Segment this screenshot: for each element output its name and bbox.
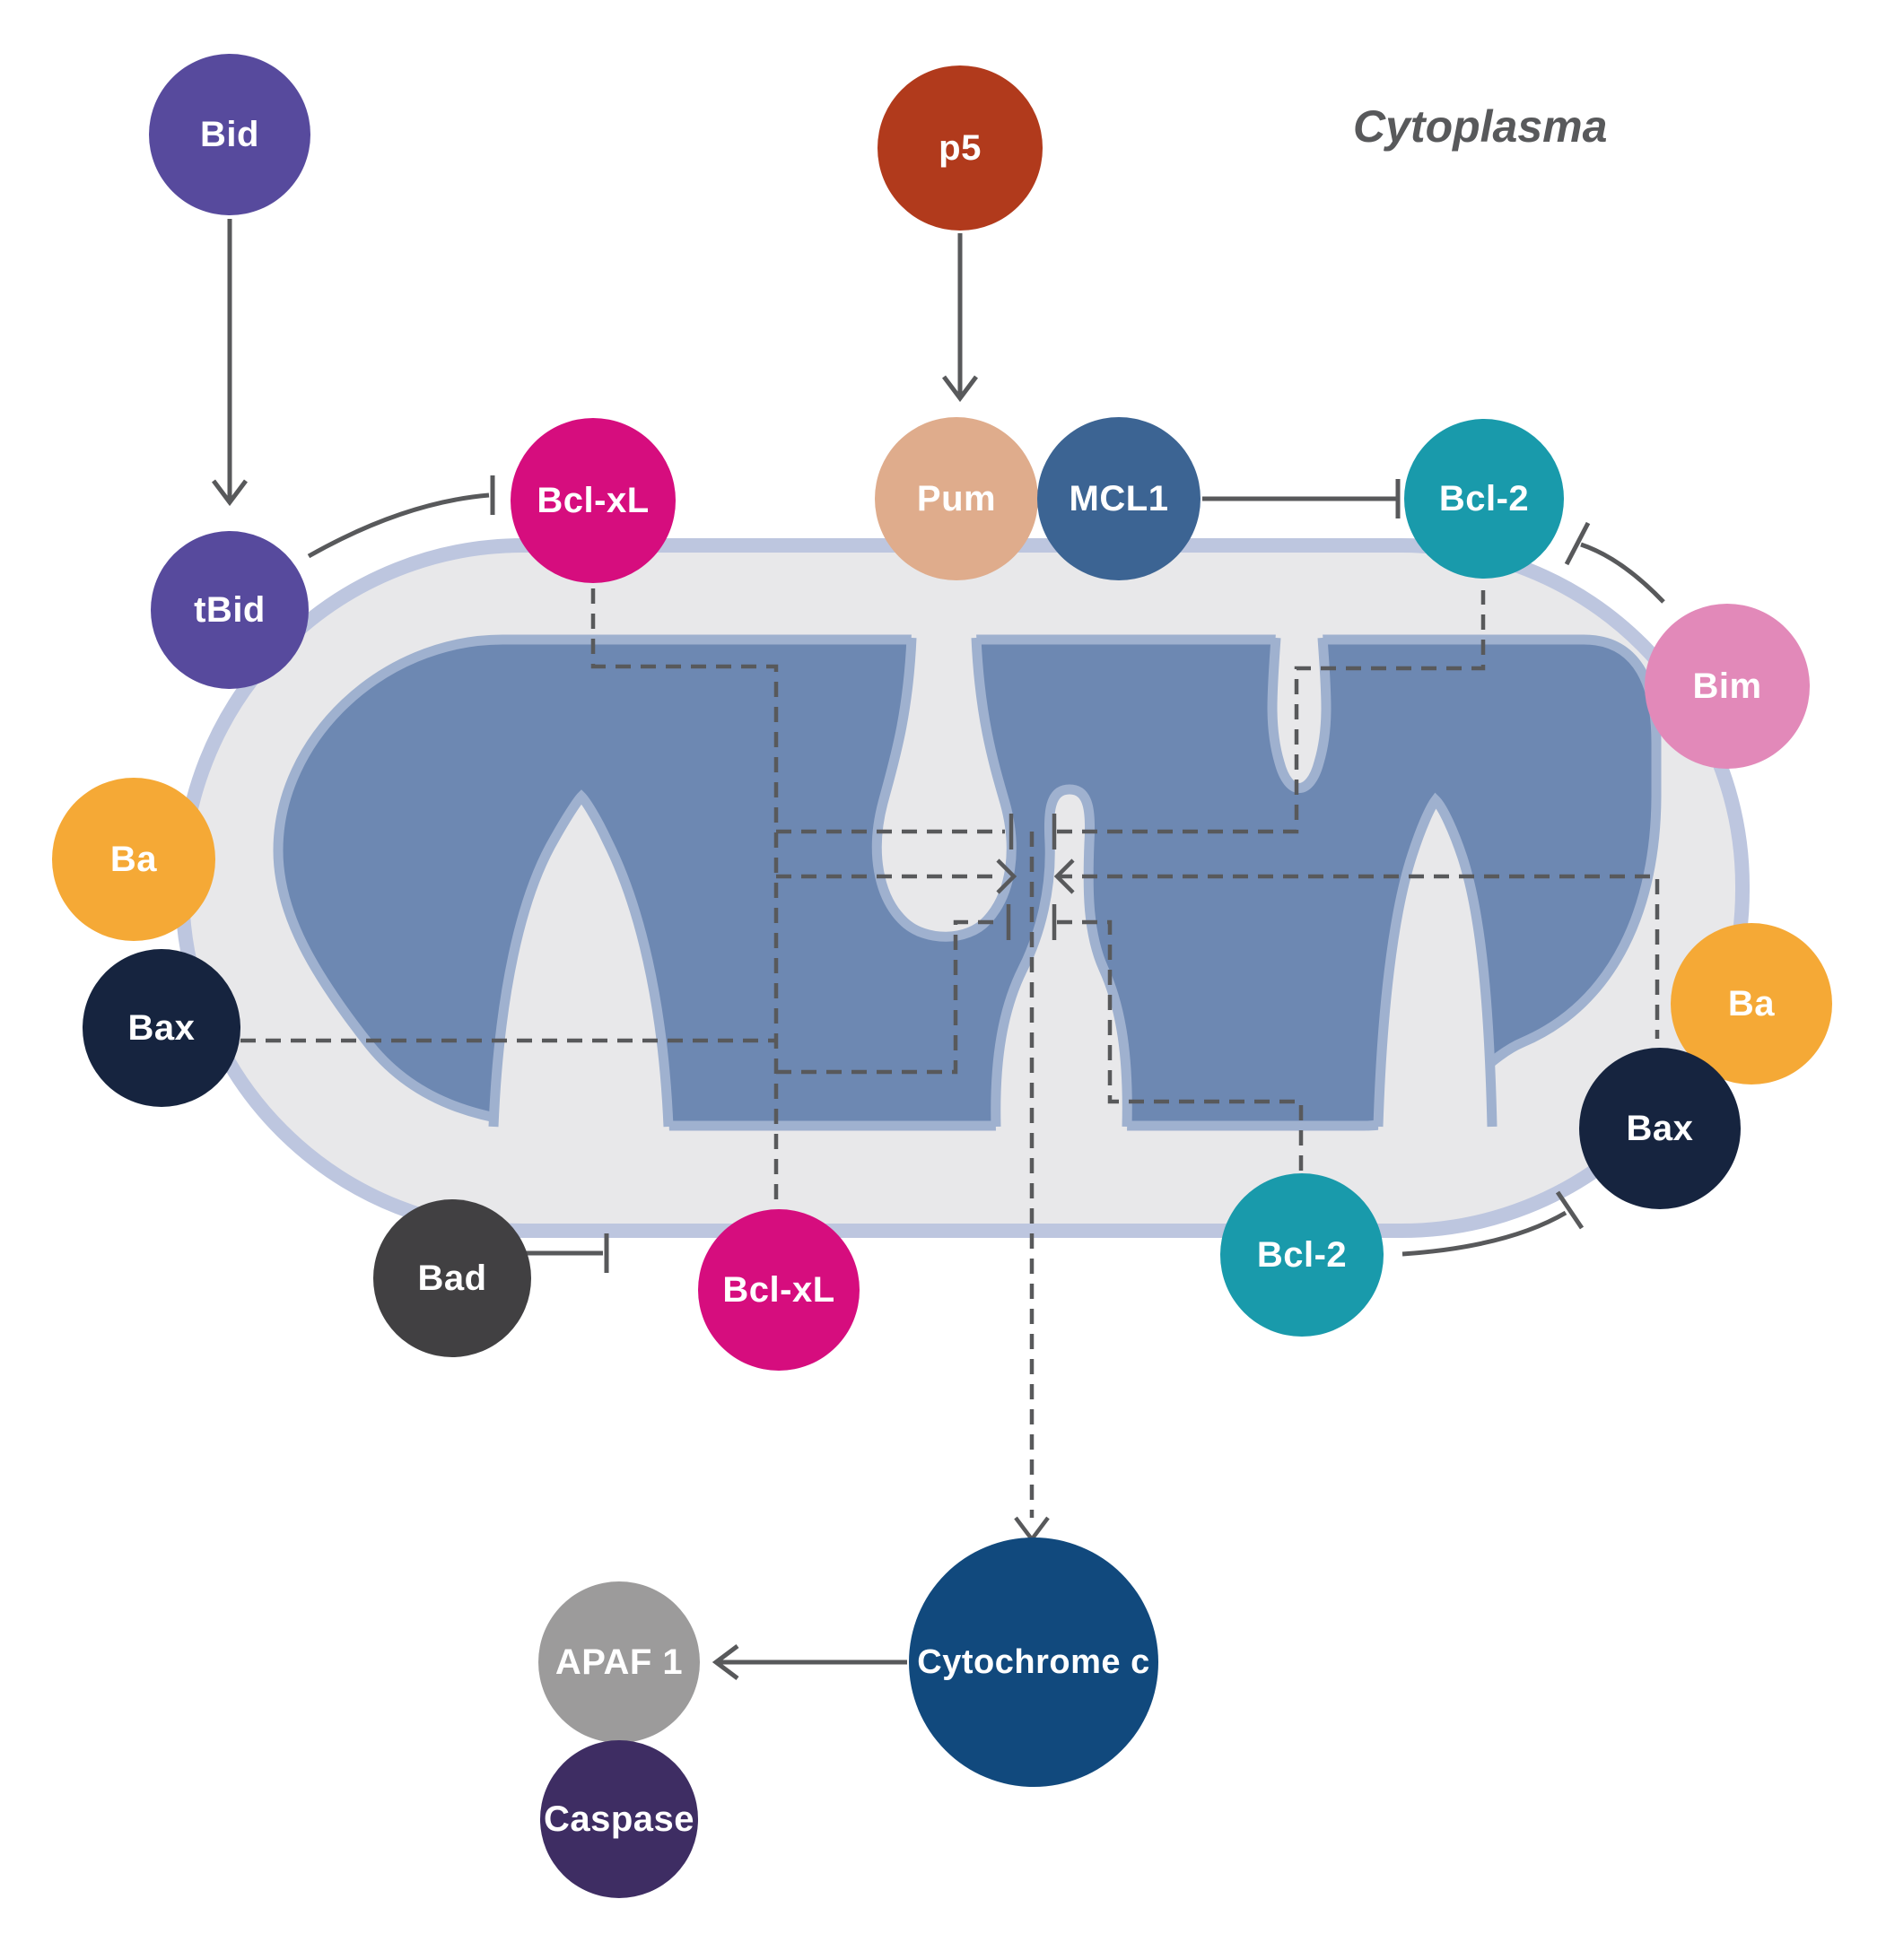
node-bcl2-bottom: Bcl-2 [1220, 1173, 1384, 1337]
inhibit-bar-bcl2-bax [1555, 1190, 1585, 1230]
inhibit-bar-bim-bcl2 [1564, 521, 1591, 566]
node-ba-right-label: Ba [1727, 983, 1776, 1024]
inhibit-bim-bcl2 [1580, 542, 1665, 604]
node-bcl2-bottom-label: Bcl-2 [1256, 1234, 1348, 1275]
node-p5-label: p5 [939, 127, 982, 168]
node-bax-left: Bax [83, 949, 240, 1107]
arrowhead-cytochrome-to-apaf1 [712, 1644, 739, 1680]
node-bcl2-top-label: Bcl-2 [1438, 478, 1530, 518]
pore-arrowhead-right [1053, 858, 1075, 894]
node-pum: Pum [875, 417, 1038, 580]
inhibition-connectors [307, 475, 1665, 1273]
dashed-path-bcl2-top [1057, 590, 1486, 834]
cytoplasma-label: Cytoplasma [1353, 101, 1608, 152]
pore-arrowhead-left [996, 858, 1017, 894]
node-bad-label: Bad [417, 1258, 487, 1298]
crista-channel-center-rim [991, 784, 1132, 1128]
cytochrome-release-arrowhead [1014, 1516, 1050, 1543]
activation-arrows [212, 219, 978, 1680]
node-caspase-label: Caspase [543, 1799, 695, 1839]
node-bim-label: Bim [1692, 666, 1762, 706]
node-apaf1-label: APAF 1 [554, 1642, 684, 1682]
node-bclxl-top: Bcl-xL [511, 418, 676, 583]
node-apaf1: APAF 1 [538, 1581, 700, 1743]
node-mcl1: MCL1 [1037, 417, 1201, 580]
node-mcl1-label: MCL1 [1069, 478, 1169, 518]
dashed-paths [240, 588, 1660, 1518]
node-ba-left: Ba [52, 778, 215, 941]
node-tbid-label: tBid [194, 589, 266, 630]
dashed-path-pore-to-bax-right [1057, 874, 1660, 1039]
node-bid: Bid [149, 54, 310, 215]
node-caspase: Caspase [540, 1740, 698, 1898]
node-p5: p5 [878, 65, 1043, 231]
node-bclxl-bottom-label: Bcl-xL [722, 1269, 835, 1310]
crista-teardrop-top-center [877, 632, 1012, 937]
node-bax-right-label: Bax [1626, 1108, 1694, 1148]
node-bax-left-label: Bax [127, 1007, 196, 1048]
crista-channel-center [995, 789, 1128, 1132]
dashed-path-bclxl-top-to-bottom [590, 588, 779, 1209]
crista-notch-bottom-right-rim [1373, 792, 1497, 1128]
inhibit-bcl2-bax [1401, 1210, 1567, 1257]
dashed-path-endcaps [996, 814, 1075, 1543]
node-bclxl-top-label: Bcl-xL [537, 480, 650, 520]
node-bcl2-top: Bcl-2 [1404, 419, 1564, 579]
node-ba-left-label: Ba [109, 839, 158, 879]
arrowhead-bid-to-tbid [212, 479, 248, 507]
crista-notch-bottom-left-rim [488, 789, 674, 1128]
node-bax-right: Bax [1579, 1048, 1741, 1209]
node-pum-label: Pum [916, 478, 997, 518]
dashed-bracket-right-to-bcl2-bottom [1057, 919, 1304, 1171]
node-cytochrome-c: Cytochrome c [909, 1538, 1158, 1787]
inhibit-tbid-bclxl [307, 492, 490, 559]
node-bclxl-bottom: Bcl-xL [698, 1209, 860, 1371]
node-cytochrome-c-label: Cytochrome c [917, 1642, 1150, 1681]
node-bad: Bad [373, 1199, 531, 1357]
arrowhead-p5-to-pum [942, 375, 978, 403]
node-tbid: tBid [151, 531, 309, 689]
dashed-bracket-left [776, 919, 1003, 1075]
crista-teardrop-top-right-rim [1267, 637, 1332, 793]
node-bid-label: Bid [200, 114, 259, 154]
crista-teardrop-top-right [1272, 632, 1326, 788]
node-bim: Bim [1645, 604, 1810, 769]
crista-teardrop-top-center-rim [871, 637, 1017, 942]
